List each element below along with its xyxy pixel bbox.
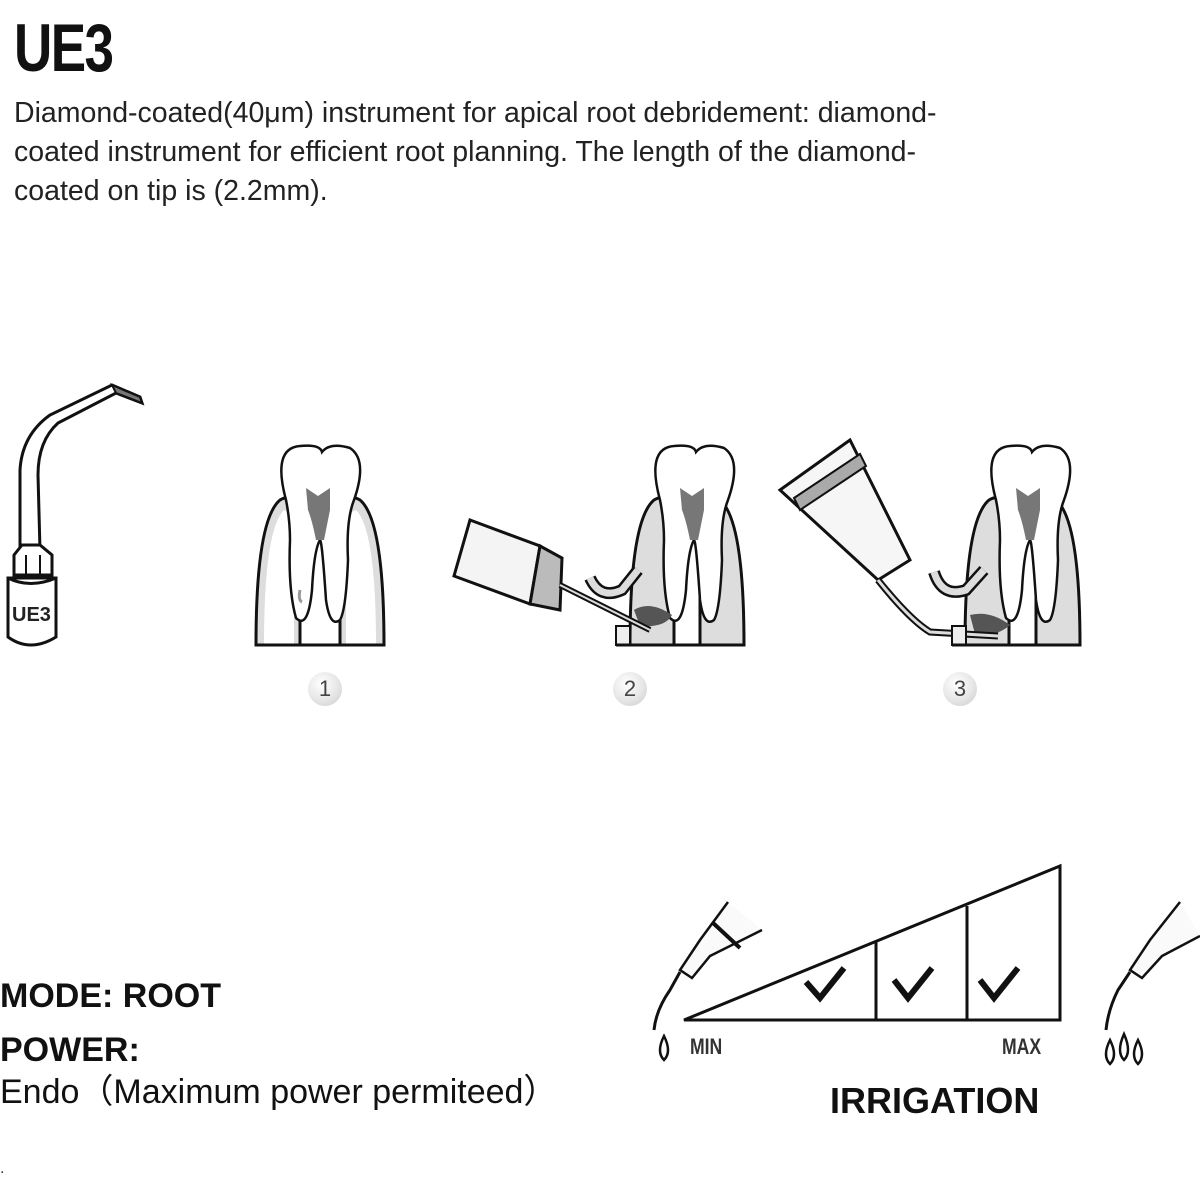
power-value: Endo（Maximum power permiteed） (0, 1073, 558, 1111)
mode-setting: MODE: ROOT (0, 977, 221, 1015)
min-handpiece-icon (652, 901, 763, 1062)
step-2-scaling-illustration (452, 444, 746, 647)
product-description: Diamond-coated(40μm) instrument for apic… (14, 94, 1114, 211)
step-1-badge: 1 (308, 672, 342, 706)
irrigation-label: IRRIGATION (830, 1080, 1040, 1121)
irrigation-min-label: MIN (690, 1034, 723, 1059)
irrigation-max-label: MAX (1002, 1034, 1042, 1059)
product-title: UE3 (14, 10, 114, 86)
step-2-badge: 2 (613, 672, 647, 706)
description-line-2: coated instrument for efficient root pla… (14, 136, 917, 168)
irrigation-scale (652, 863, 1200, 1066)
description-line-1: Diamond-coated(40μm) instrument for apic… (14, 97, 937, 129)
step-3-badge: 3 (943, 672, 977, 706)
description-line-3: coated on tip is (2.2mm). (14, 175, 328, 207)
power-label: POWER: (0, 1031, 140, 1069)
max-handpiece-icon (1104, 901, 1200, 1066)
footer-mark: . (0, 1160, 5, 1177)
scaler-tip-illustration: UE3 (6, 383, 145, 647)
step-1-tooth-illustration (254, 444, 386, 647)
tip-label: UE3 (12, 604, 51, 626)
step-3-scaling-illustration (777, 437, 1082, 647)
